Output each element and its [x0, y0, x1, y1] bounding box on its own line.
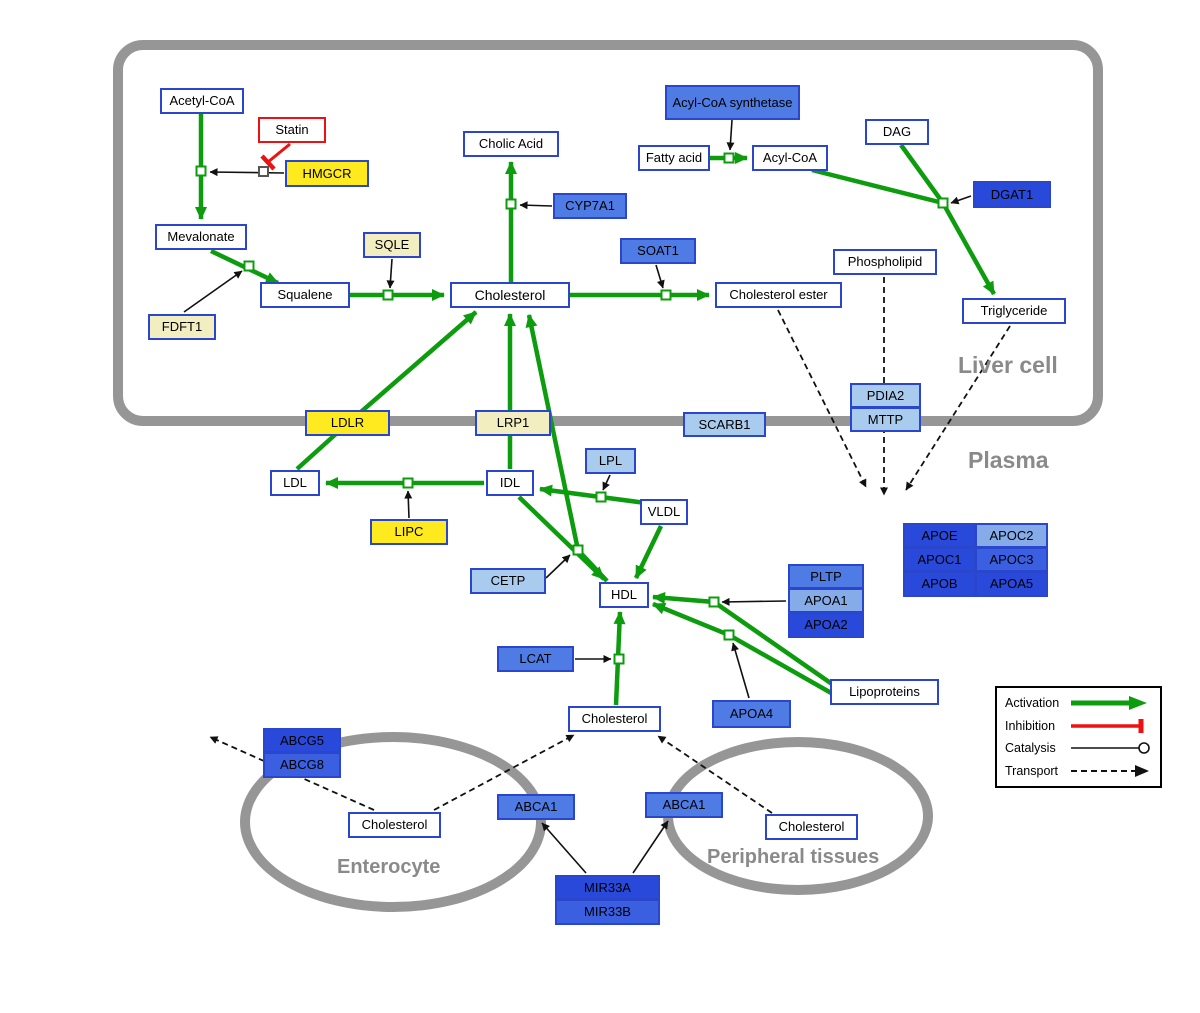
- node-cholesterol-enterocyte[interactable]: Cholesterol: [348, 812, 441, 838]
- node-lipc[interactable]: LIPC: [370, 519, 448, 545]
- node-fdft1[interactable]: FDFT1: [148, 314, 216, 340]
- catalysis-circle-icon: [1071, 742, 1150, 755]
- node-soat1[interactable]: SOAT1: [620, 238, 696, 264]
- node-hmgcr[interactable]: HMGCR: [285, 160, 369, 187]
- node-triglyceride[interactable]: Triglyceride: [962, 298, 1066, 324]
- node-ldlr[interactable]: LDLR: [305, 410, 390, 436]
- legend-inhibition-row: Inhibition: [1005, 718, 1152, 734]
- node-apoe[interactable]: APOE: [903, 523, 976, 548]
- node-ldl[interactable]: LDL: [270, 470, 320, 496]
- node-cholesterol-peripheral[interactable]: Cholesterol: [765, 814, 858, 840]
- node-dag[interactable]: DAG: [865, 119, 929, 145]
- transport-arrow-icon: [1071, 764, 1149, 777]
- node-abcg5[interactable]: ABCG5: [263, 728, 341, 753]
- node-idl[interactable]: IDL: [486, 470, 534, 496]
- node-lipoproteins[interactable]: Lipoproteins: [830, 679, 939, 705]
- legend-catalysis-label: Catalysis: [1005, 741, 1056, 756]
- node-cholesterol-ester[interactable]: Cholesterol ester: [715, 282, 842, 308]
- node-vldl[interactable]: VLDL: [640, 499, 688, 525]
- node-lcat[interactable]: LCAT: [497, 646, 574, 672]
- legend-activation-row: Activation: [1005, 695, 1152, 711]
- node-apob[interactable]: APOB: [903, 571, 976, 597]
- node-hdl[interactable]: HDL: [599, 582, 649, 608]
- node-lrp1[interactable]: LRP1: [475, 410, 551, 436]
- node-abca1-enterocyte[interactable]: ABCA1: [497, 794, 575, 820]
- node-fatty-acid[interactable]: Fatty acid: [638, 145, 710, 171]
- node-cyp7a1[interactable]: CYP7A1: [553, 193, 627, 219]
- activation-arrow-icon: [1071, 696, 1147, 710]
- node-cholic-acid[interactable]: Cholic Acid: [463, 131, 559, 157]
- node-mevalonate[interactable]: Mevalonate: [155, 224, 247, 250]
- legend-catalysis-row: Catalysis: [1005, 740, 1152, 756]
- node-apoc2[interactable]: APOC2: [975, 523, 1048, 548]
- node-mir33a[interactable]: MIR33A: [555, 875, 660, 900]
- node-sqle[interactable]: SQLE: [363, 232, 421, 258]
- plasma-label: Plasma: [968, 447, 1049, 473]
- node-apoa5[interactable]: APOA5: [975, 571, 1048, 597]
- node-apoa4[interactable]: APOA4: [712, 700, 791, 728]
- node-acyl-coa-synthetase[interactable]: Acyl-CoA synthetase: [665, 85, 800, 120]
- legend-activation-label: Activation: [1005, 696, 1060, 710]
- liver-cell-membrane: [113, 40, 1103, 426]
- node-lpl[interactable]: LPL: [585, 448, 636, 474]
- node-apoa1[interactable]: APOA1: [788, 588, 864, 613]
- node-phospholipid[interactable]: Phospholipid: [833, 249, 937, 275]
- liver-cell-label: Liver cell: [958, 352, 1058, 378]
- node-cholesterol-plasma[interactable]: Cholesterol: [568, 706, 661, 732]
- enterocyte-label: Enterocyte: [337, 856, 441, 878]
- node-abcg8[interactable]: ABCG8: [263, 752, 341, 778]
- node-cetp[interactable]: CETP: [470, 568, 546, 594]
- reaction-nodes: [195, 152, 949, 665]
- node-pdia2[interactable]: PDIA2: [850, 383, 921, 408]
- node-apoa2[interactable]: APOA2: [788, 612, 864, 638]
- legend-transport-label: Transport: [1005, 763, 1059, 778]
- node-dgat1[interactable]: DGAT1: [973, 181, 1051, 208]
- catalysis-edges: [183, 119, 972, 874]
- transport-edges: [209, 277, 1011, 814]
- inhibition-edge: [260, 142, 291, 171]
- node-acyl-coa[interactable]: Acyl-CoA: [752, 145, 828, 171]
- node-pltp[interactable]: PLTP: [788, 564, 864, 589]
- node-cholesterol-liver[interactable]: Cholesterol: [450, 282, 570, 308]
- enterocyte-membrane: [240, 732, 546, 912]
- legend-transport-row: Transport: [1005, 763, 1152, 779]
- legend: Activation Inhibition Catalysis Transpor…: [995, 686, 1162, 788]
- node-mttp[interactable]: MTTP: [850, 407, 921, 432]
- legend-inhibition-label: Inhibition: [1005, 718, 1056, 733]
- peripheral-tissues-label: Peripheral tissues: [707, 846, 880, 868]
- node-apoc1[interactable]: APOC1: [903, 547, 976, 572]
- node-statin[interactable]: Statin: [258, 117, 326, 143]
- node-squalene[interactable]: Squalene: [260, 282, 350, 308]
- node-apoc3[interactable]: APOC3: [975, 547, 1048, 572]
- node-abca1-peripheral[interactable]: ABCA1: [645, 792, 723, 818]
- inhibition-bar-icon: [1071, 718, 1144, 733]
- node-acetyl-coa[interactable]: Acetyl-CoA: [160, 88, 244, 114]
- node-mir33b[interactable]: MIR33B: [555, 899, 660, 925]
- node-scarb1[interactable]: SCARB1: [683, 412, 766, 437]
